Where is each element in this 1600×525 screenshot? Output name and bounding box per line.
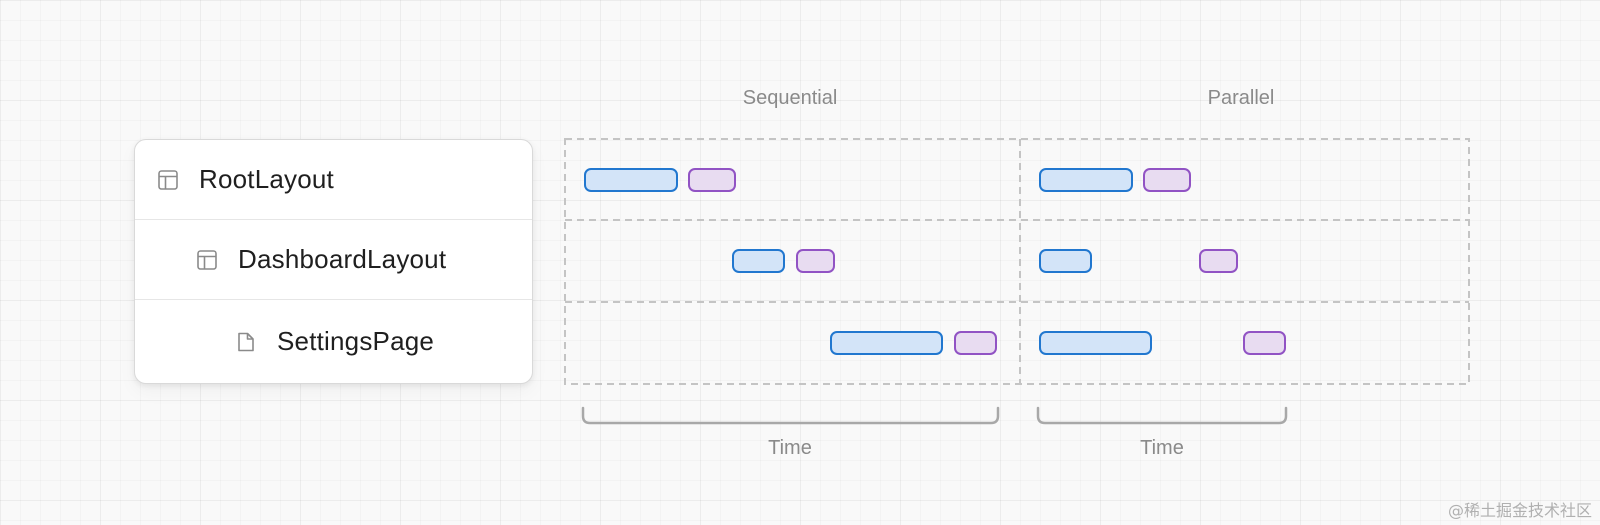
par-dashboard-render-bar [1199,249,1238,273]
tree-label-root-layout: RootLayout [199,164,334,194]
tree-row-settings-page: SettingsPage [135,300,532,383]
seq-root-fetch-bar [584,168,678,192]
watermark: @稀土掘金技术社区 [1447,501,1592,520]
seq-root-render-bar [688,168,736,192]
sequential-time-bracket [581,406,1000,425]
par-settings-render-bar [1243,331,1286,355]
par-root-fetch-bar [1039,168,1133,192]
seq-settings-fetch-bar [830,331,943,355]
tree-row-root-layout: RootLayout [135,140,532,220]
page-icon [235,331,257,353]
par-dashboard-fetch-bar [1039,249,1092,273]
tree-label-dashboard-layout: DashboardLayout [238,244,447,274]
sequential-title: Sequential [742,87,838,109]
seq-dashboard-render-bar [796,249,835,273]
seq-dashboard-fetch-bar [732,249,785,273]
parallel-time-label: Time [1140,437,1184,459]
route-tree-card: RootLayout DashboardLayout SettingsPage [134,139,533,384]
par-root-render-bar [1143,168,1191,192]
parallel-time-bracket [1036,406,1288,425]
tree-row-dashboard-layout: DashboardLayout [135,220,532,300]
parallel-title: Parallel [1207,87,1275,109]
tree-label-settings-page: SettingsPage [277,326,435,356]
layout-icon [196,249,218,271]
timeline-frame [564,138,1470,385]
seq-settings-render-bar [954,331,997,355]
layout-icon [157,169,179,191]
par-settings-fetch-bar [1039,331,1152,355]
sequential-time-label: Time [768,437,812,459]
